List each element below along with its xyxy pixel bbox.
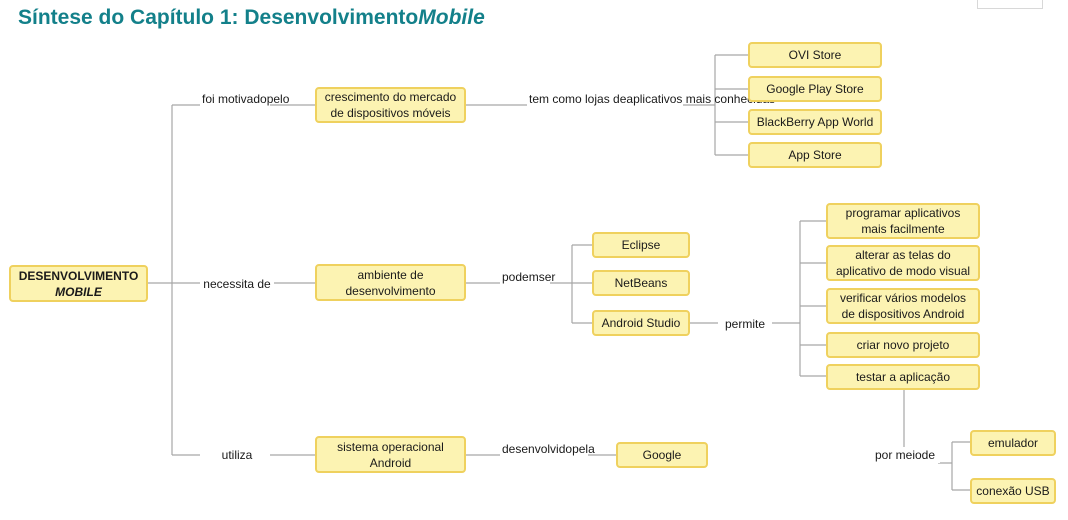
root-italic: MOBILE <box>55 284 102 299</box>
node-store-ovi: OVI Store <box>748 42 882 68</box>
node-ide-netbeans: NetBeans <box>592 270 690 296</box>
node-store-app-store: App Store <box>748 142 882 168</box>
label-desenvolvido: desenvolvidopela <box>500 441 595 457</box>
label-utiliza: utiliza <box>210 447 264 463</box>
node-ide-eclipse: Eclipse <box>592 232 690 258</box>
label-podem-ser: podemser <box>500 269 556 285</box>
label-tem-como: tem como lojas deaplicativos mais conhec… <box>527 91 776 107</box>
corner-tab <box>977 0 1043 9</box>
page-title: Síntese do Capítulo 1: DesenvolvimentoMo… <box>18 6 485 29</box>
label-necessita-de: necessita de <box>200 276 274 292</box>
connector-means <box>938 441 970 491</box>
node-store-blackberry: BlackBerry App World <box>748 109 882 135</box>
page-title-italic: Mobile <box>418 6 485 29</box>
label-permite: permite <box>718 316 772 332</box>
connector-features <box>768 220 826 377</box>
node-feature-testar: testar a aplicação <box>826 364 980 390</box>
connector-stores <box>680 54 748 156</box>
connector-root <box>148 104 200 456</box>
node-google: Google <box>616 442 708 468</box>
node-emulador: emulador <box>970 430 1056 456</box>
node-store-google-play: Google Play Store <box>748 76 882 102</box>
label-foi-motivado: foi motivadopelo <box>200 91 290 107</box>
node-conexao-usb: conexão USB <box>970 478 1056 504</box>
connector-ides <box>548 244 592 324</box>
node-ide-android-studio: Android Studio <box>592 310 690 336</box>
node-feature-criar: criar novo projeto <box>826 332 980 358</box>
label-por-meio: por meiode <box>870 447 940 463</box>
